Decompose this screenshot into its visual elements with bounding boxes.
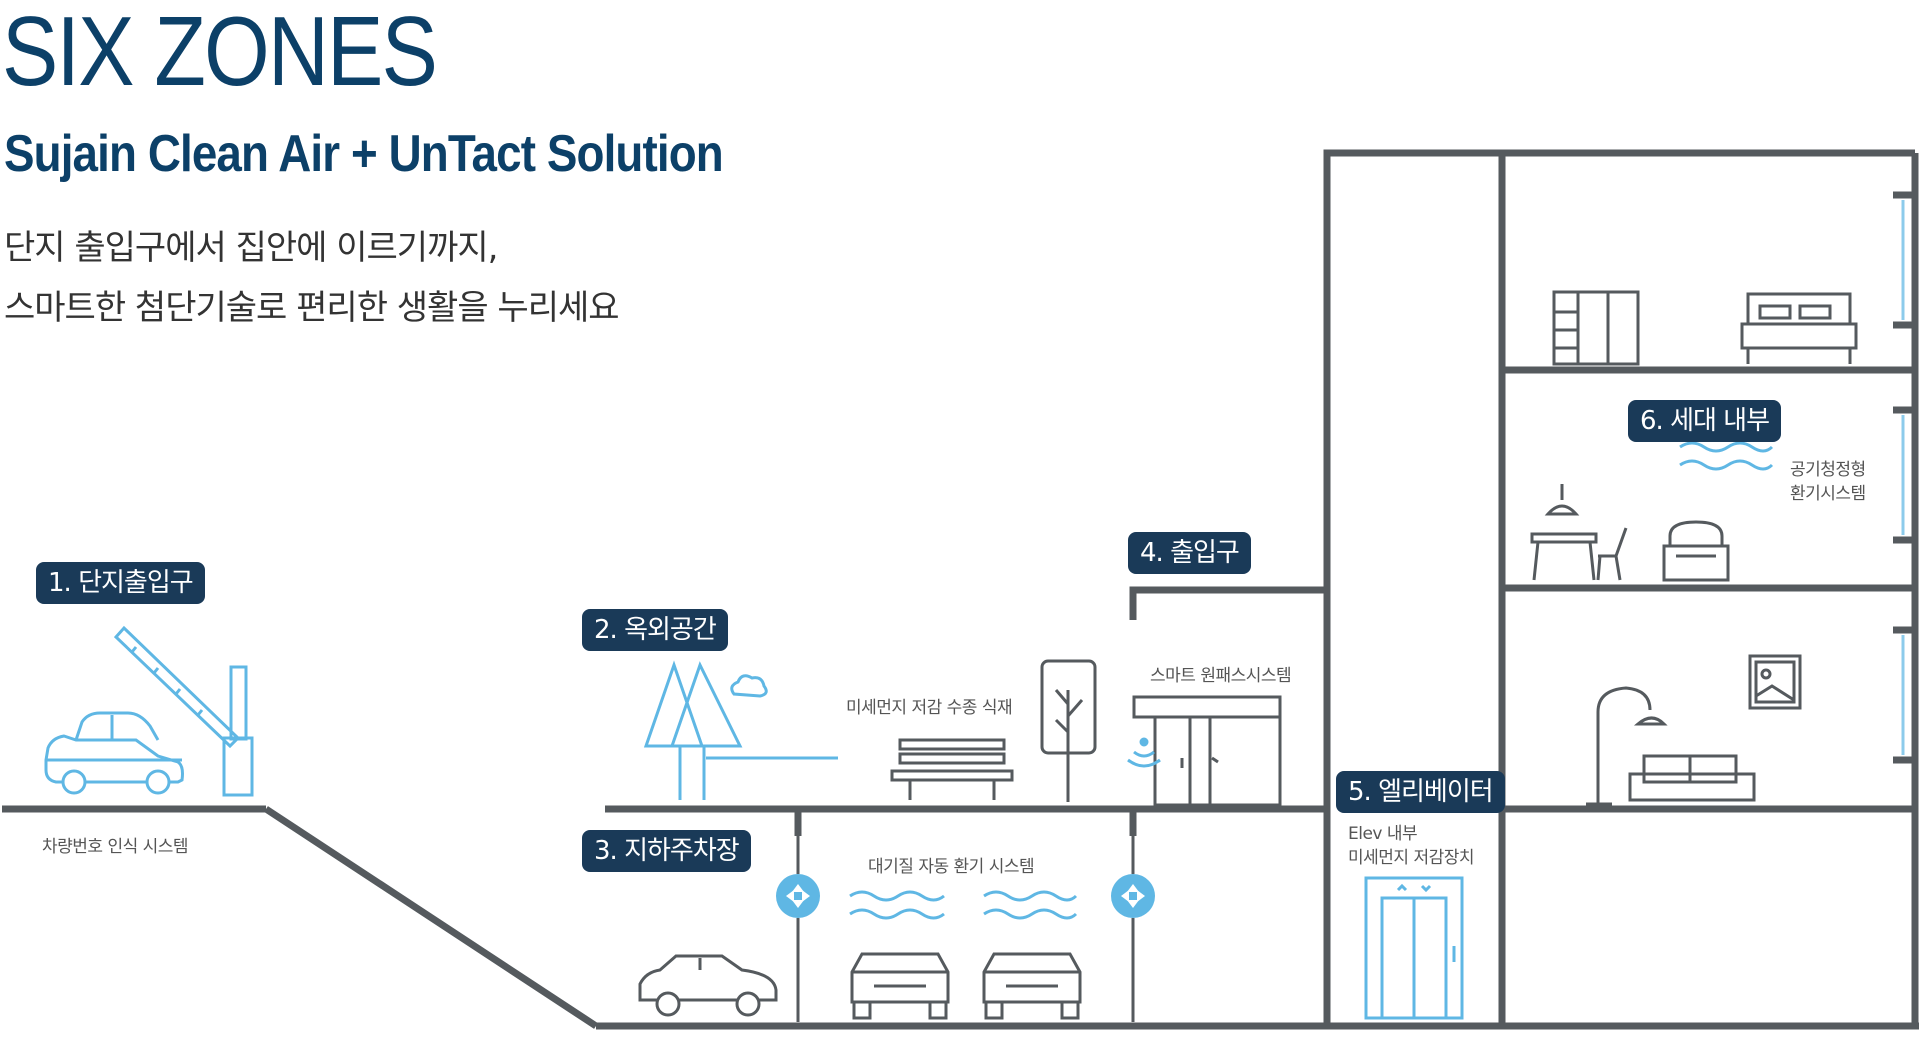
signal-icon — [1127, 737, 1161, 768]
parked-car-3 — [982, 952, 1082, 1020]
zone-6-caption: 공기청정형 환기시스템 — [1790, 458, 1866, 506]
description-line-2: 스마트한 첨단기술로 편리한 생활을 누리세요 — [4, 288, 620, 328]
page-title: SIX ZONES — [2, 0, 438, 106]
zone-3-caption: 대기질 자동 환기 시스템 — [868, 857, 1035, 877]
zone-2-badge: 2. 옥외공간 — [582, 609, 728, 651]
bench-icon — [890, 738, 1014, 800]
zone-1-badge: 1. 단지출입구 — [36, 562, 205, 604]
cloud-icon — [730, 674, 768, 698]
tower-shell — [1323, 149, 1915, 1026]
zone-4-badge: 4. 출입구 — [1128, 532, 1251, 574]
sofa-icon — [1628, 754, 1756, 802]
floor-lamp-icon — [1586, 686, 1668, 806]
bed-icon — [1740, 292, 1858, 364]
zone-6-caption-line-1: 공기청정형 — [1790, 460, 1866, 480]
barrier-gate-icon — [113, 625, 254, 797]
sapling-icon — [1040, 659, 1097, 802]
table-icon — [1530, 484, 1598, 581]
page-subtitle: Sujain Clean Air + UnTact Solution — [4, 125, 724, 183]
structure — [2, 149, 1919, 1030]
zone-5-badge: 5. 엘리베이터 — [1336, 771, 1505, 813]
zone-6-caption-line-2: 환기시스템 — [1790, 484, 1866, 504]
zone-5-caption: Elev 내부 미세먼지 저감장치 — [1348, 822, 1475, 870]
description: 단지 출입구에서 집안에 이르기까지, 스마트한 첨단기술로 편리한 생활을 누… — [4, 218, 620, 338]
picture-frame-icon — [1748, 654, 1802, 710]
car-icon — [44, 711, 184, 795]
zone-6-badge: 6. 세대 내부 — [1628, 400, 1782, 442]
door-icon — [1132, 695, 1282, 807]
ramp-line — [264, 806, 598, 1029]
elevator-icon — [1364, 876, 1464, 1020]
zone-5-caption-line-1: Elev 내부 — [1348, 824, 1418, 844]
zone-2-caption: 미세먼지 저감 수종 식재 — [846, 698, 1013, 718]
facade-ledges — [1893, 191, 1915, 764]
zone-3-badge: 3. 지하주차장 — [582, 830, 751, 872]
parking-pillar-lines — [796, 836, 1135, 1022]
zone-1-caption: 차량번호 인식 시스템 — [42, 837, 189, 857]
parked-car-2 — [850, 952, 950, 1020]
air-flow-icon — [849, 423, 1774, 920]
tree-icon — [643, 660, 838, 800]
armchair-icon — [1662, 520, 1730, 582]
fan-icon — [776, 874, 1155, 918]
zone-4-caption: 스마트 원패스시스템 — [1150, 666, 1292, 686]
entrance-canopy — [1129, 586, 1327, 620]
wardrobe-icon — [1552, 290, 1640, 366]
parked-car-1 — [638, 954, 778, 1017]
chair-icon — [1596, 527, 1628, 581]
description-line-1: 단지 출입구에서 집안에 이르기까지, — [4, 228, 498, 268]
zone-5-caption-line-2: 미세먼지 저감장치 — [1348, 848, 1475, 868]
